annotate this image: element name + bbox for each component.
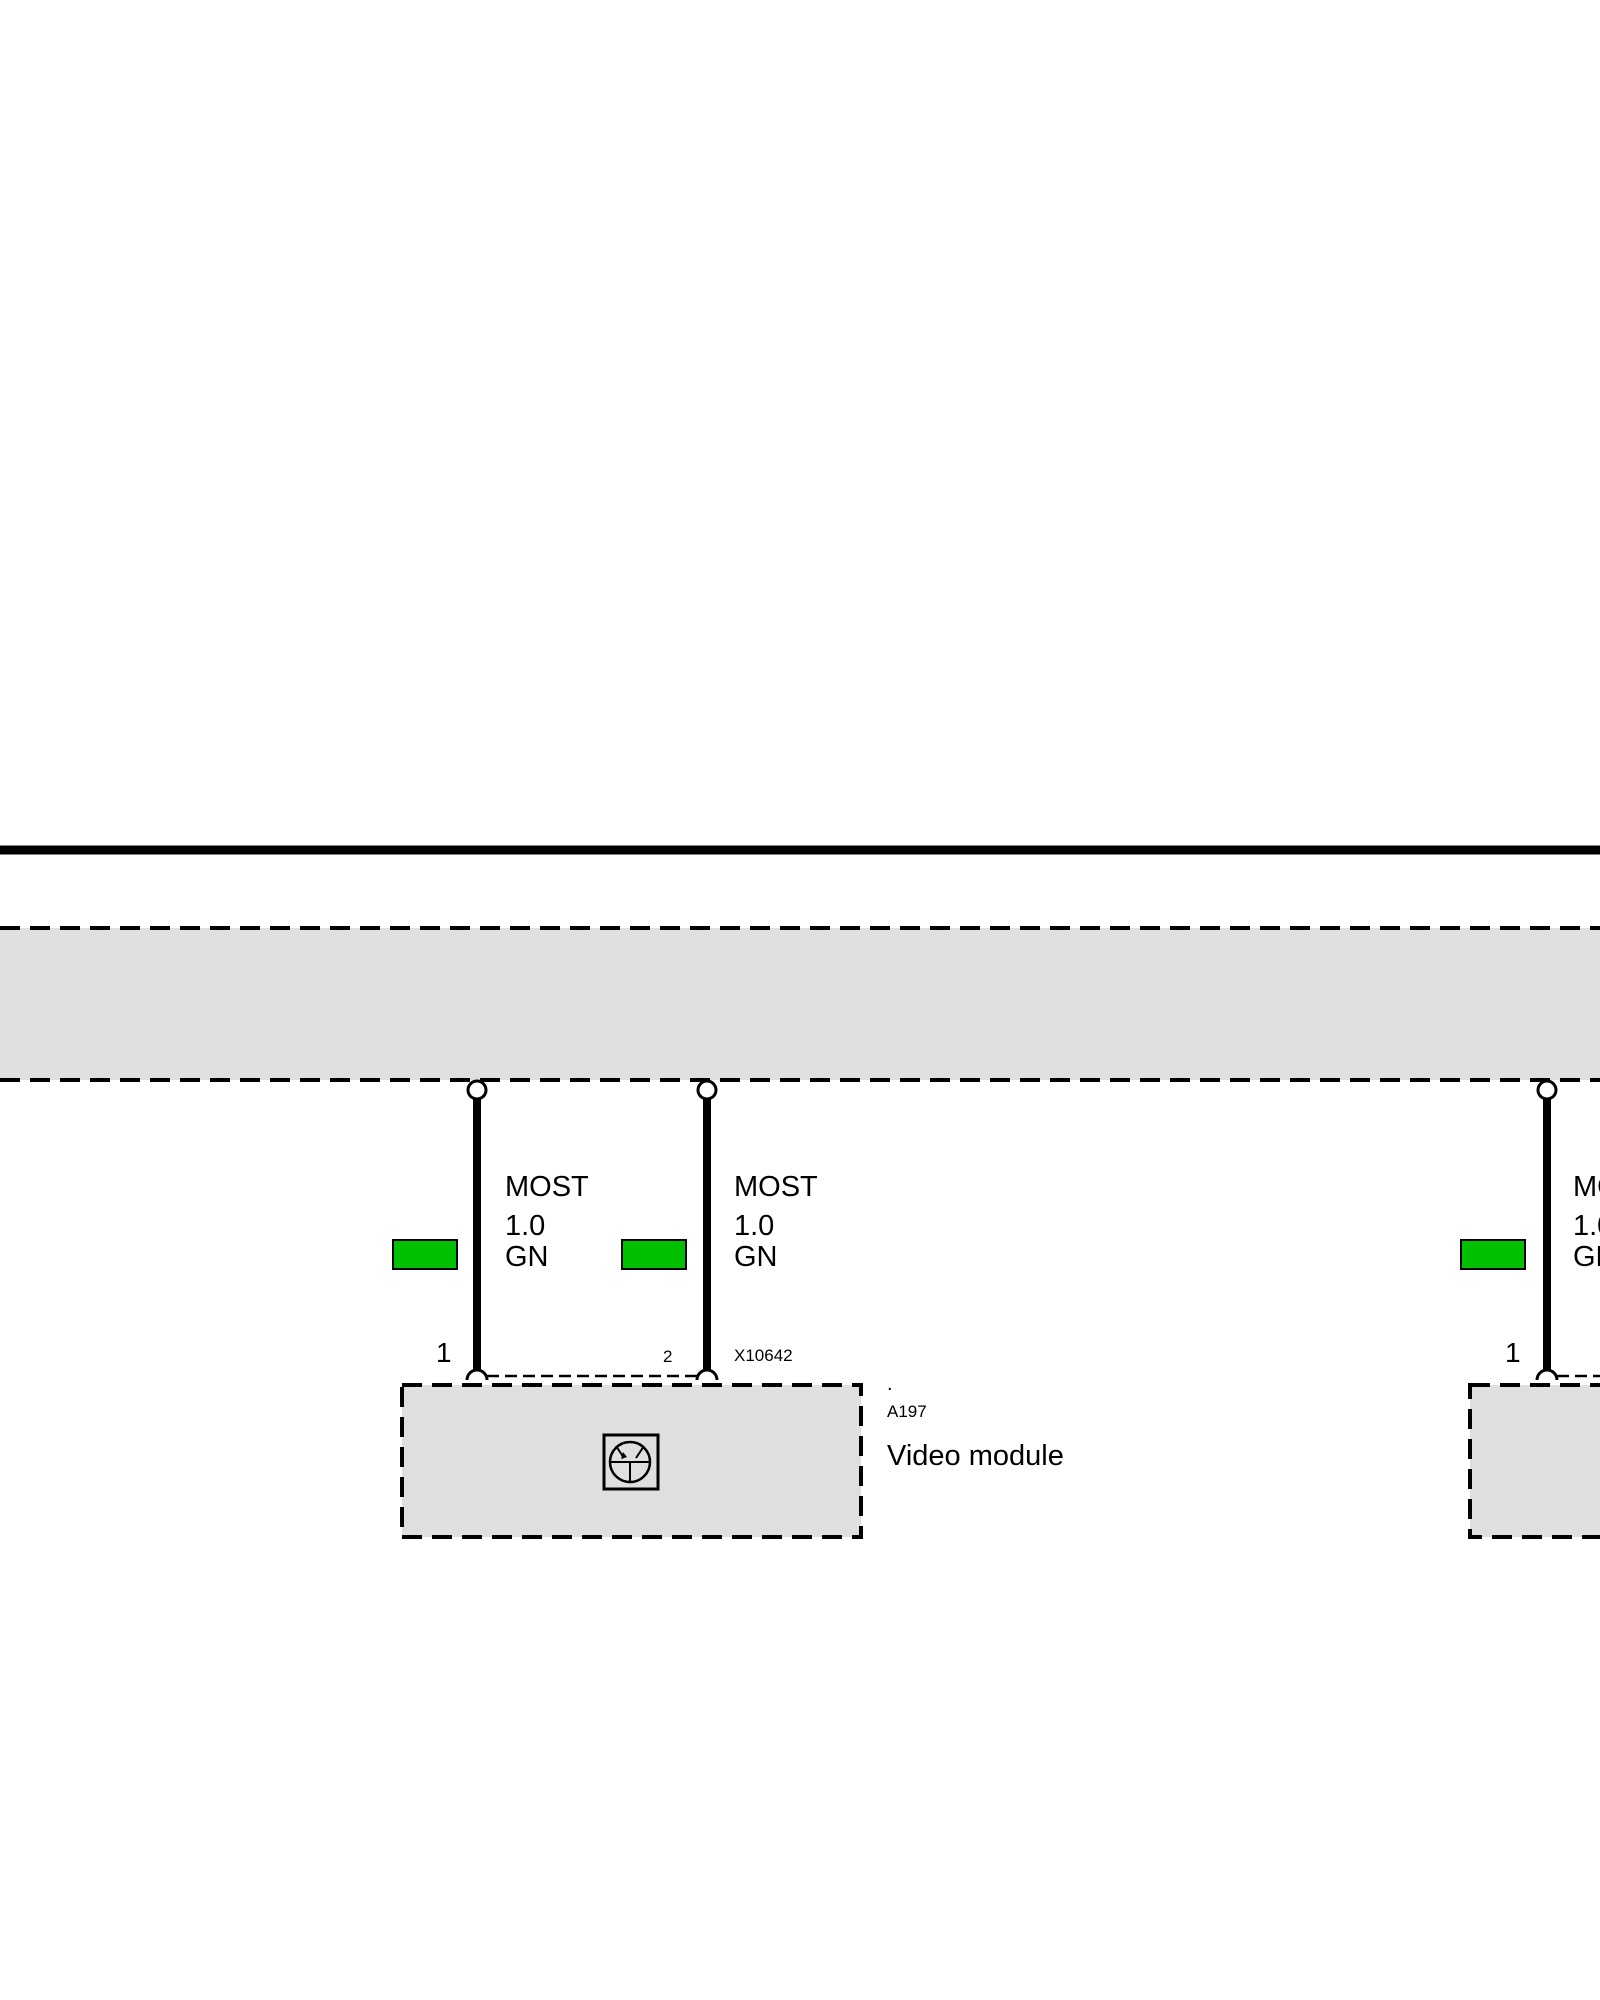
- wire-3-color-swatch: [1460, 1239, 1526, 1270]
- wire-2-color: GN: [734, 1241, 778, 1273]
- wire-2-bottom-terminal: [695, 1368, 719, 1381]
- connector-id: X10642: [734, 1346, 793, 1365]
- wire-2: MOST 1.0 GN 2 X10642: [621, 1079, 818, 1381]
- video-module: . A197 Video module: [400, 1373, 1064, 1539]
- wire-1-top-terminal: [466, 1079, 488, 1101]
- wire-2-top-terminal: [696, 1079, 718, 1101]
- upper-module-band: [0, 928, 1600, 1080]
- wire-2-pin: 2: [663, 1347, 672, 1366]
- right-module-box: [1468, 1383, 1600, 1539]
- wire-1-color: GN: [505, 1241, 549, 1273]
- wire-3-pin: 1: [1505, 1337, 1521, 1368]
- wire-1-color-swatch: [392, 1239, 458, 1270]
- transistor-icon: [602, 1433, 660, 1491]
- module-name: Video module: [887, 1440, 1064, 1472]
- wire-3-top-terminal: [1536, 1079, 1558, 1101]
- wire-3-bus: MOST: [1573, 1171, 1600, 1203]
- module-dot: .: [887, 1373, 893, 1395]
- module-id: A197: [887, 1402, 927, 1421]
- wire-1-bus: MOST: [505, 1171, 589, 1203]
- wire-2-size: 1.0: [734, 1210, 774, 1242]
- wire-1-bottom-terminal: [465, 1368, 489, 1381]
- wire-2-bus: MOST: [734, 1171, 818, 1203]
- wire-2-color-swatch: [621, 1239, 687, 1270]
- wire-1: MOST 1.0 GN 1: [392, 1079, 589, 1381]
- wire-3-color: GN: [1573, 1241, 1600, 1273]
- wire-1-size: 1.0: [505, 1210, 545, 1242]
- wire-3-bottom-terminal: [1535, 1368, 1559, 1381]
- wire-3-size: 1.0: [1573, 1210, 1600, 1242]
- wire-3: MOST 1.0 GN 1: [1460, 1079, 1600, 1381]
- wire-1-pin: 1: [436, 1337, 452, 1368]
